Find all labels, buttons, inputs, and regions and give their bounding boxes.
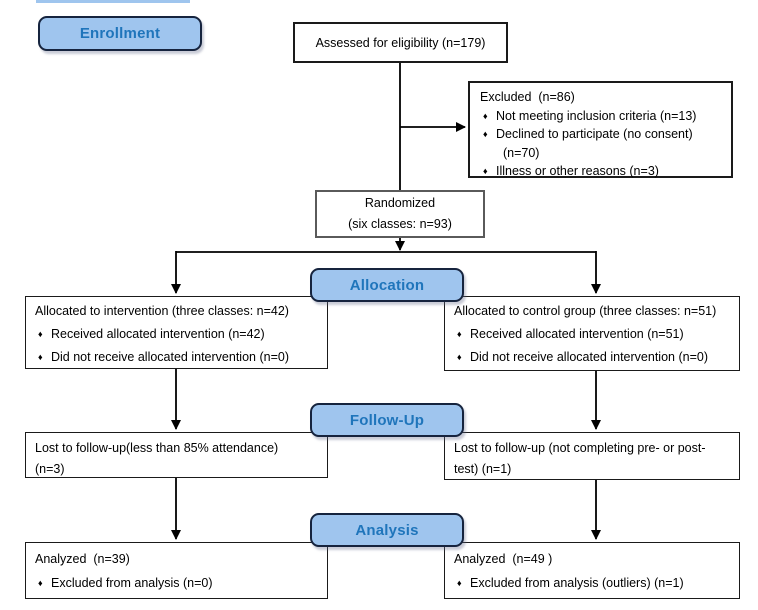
lost-followup-intervention-box: Lost to follow-up(less than 85% attendan… [25, 432, 328, 478]
excluded-bullet-3-text: Illness or other reasons (n=3) [496, 164, 659, 178]
analyzed-control-bullet-1: ♦ Excluded from analysis (outliers) (n=1… [454, 571, 733, 595]
allocated-intervention-title: Allocated to intervention (three classes… [35, 304, 289, 318]
bullet-diamond-icon: ♦ [38, 352, 43, 362]
stage-label-allocation-text: Allocation [349, 276, 425, 294]
stage-label-allocation: Allocation [310, 268, 464, 302]
bullet-diamond-icon: ♦ [457, 329, 462, 339]
excluded-bullet-2: ♦ Declined to participate (no consent) (… [480, 125, 723, 162]
analyzed-control-box: Analyzed (n=49 ) ♦ Excluded from analysi… [444, 542, 740, 599]
excluded-bullet-1: ♦ Not meeting inclusion criteria (n=13) [480, 107, 723, 126]
analyzed-intervention-bullet-1-text: Excluded from analysis (n=0) [51, 576, 213, 590]
bullet-diamond-icon: ♦ [38, 578, 43, 588]
allocated-control-bullet-1: ♦ Received allocated intervention (n=51) [454, 323, 733, 346]
stage-label-followup: Follow-Up [310, 403, 464, 437]
allocated-intervention-bullet-1-text: Received allocated intervention (n=42) [51, 327, 265, 341]
bullet-diamond-icon: ♦ [483, 166, 488, 176]
allocated-control-bullet-2-text: Did not receive allocated intervention (… [470, 350, 708, 364]
top-edge-artifact [36, 0, 190, 3]
bullet-diamond-icon: ♦ [483, 110, 488, 121]
excluded-bullet-3: ♦ Illness or other reasons (n=3) [480, 162, 723, 181]
allocated-control-title: Allocated to control group (three classe… [454, 304, 717, 318]
analyzed-intervention-title: Analyzed (n=39) [35, 552, 130, 566]
bullet-diamond-icon: ♦ [38, 329, 43, 339]
analyzed-intervention-bullet-1: ♦ Excluded from analysis (n=0) [35, 571, 321, 595]
stage-label-enrollment-text: Enrollment [79, 25, 161, 42]
stage-label-analysis: Analysis [310, 513, 464, 547]
allocated-control-bullet-2: ♦ Did not receive allocated intervention… [454, 346, 733, 369]
lost-followup-control-text: Lost to follow-up (not completing pre- o… [454, 441, 706, 476]
assessed-eligibility-box: Assessed for eligibility (n=179) [293, 22, 508, 63]
lost-followup-intervention-text: Lost to follow-up(less than 85% attendan… [35, 441, 279, 476]
randomized-line1: Randomized [364, 196, 436, 210]
analyzed-intervention-box: Analyzed (n=39) ♦ Excluded from analysis… [25, 542, 328, 599]
excluded-bullet-2-text: Declined to participate (no consent) (n=… [496, 127, 693, 160]
allocated-intervention-bullet-1: ♦ Received allocated intervention (n=42) [35, 323, 321, 346]
allocated-control-bullet-1-text: Received allocated intervention (n=51) [470, 327, 684, 341]
randomized-line2: (six classes: n=93) [348, 217, 452, 231]
bullet-diamond-icon: ♦ [483, 129, 488, 139]
lost-followup-control-box: Lost to follow-up (not completing pre- o… [444, 432, 740, 480]
allocated-intervention-bullet-2: ♦ Did not receive allocated intervention… [35, 346, 321, 369]
stage-label-enrollment: Enrollment [38, 16, 202, 51]
allocated-control-box: Allocated to control group (three classe… [444, 296, 740, 371]
bullet-diamond-icon: ♦ [457, 578, 462, 588]
allocated-intervention-bullet-2-text: Did not receive allocated intervention (… [51, 350, 289, 364]
bullet-diamond-icon: ♦ [457, 352, 462, 362]
analyzed-control-bullet-1-text: Excluded from analysis (outliers) (n=1) [470, 576, 684, 590]
assessed-eligibility-text: Assessed for eligibility (n=179) [315, 35, 486, 50]
excluded-title: Excluded (n=86) [480, 90, 575, 104]
analyzed-control-title: Analyzed (n=49 ) [454, 552, 553, 566]
allocated-intervention-box: Allocated to intervention (three classes… [25, 296, 328, 369]
excluded-box: Excluded (n=86) ♦ Not meeting inclusion … [468, 81, 733, 178]
stage-label-followup-text: Follow-Up [349, 411, 425, 429]
excluded-bullet-1-text: Not meeting inclusion criteria (n=13) [496, 108, 697, 123]
randomized-box: Randomized (six classes: n=93) [315, 190, 485, 238]
stage-label-analysis-text: Analysis [355, 521, 419, 539]
